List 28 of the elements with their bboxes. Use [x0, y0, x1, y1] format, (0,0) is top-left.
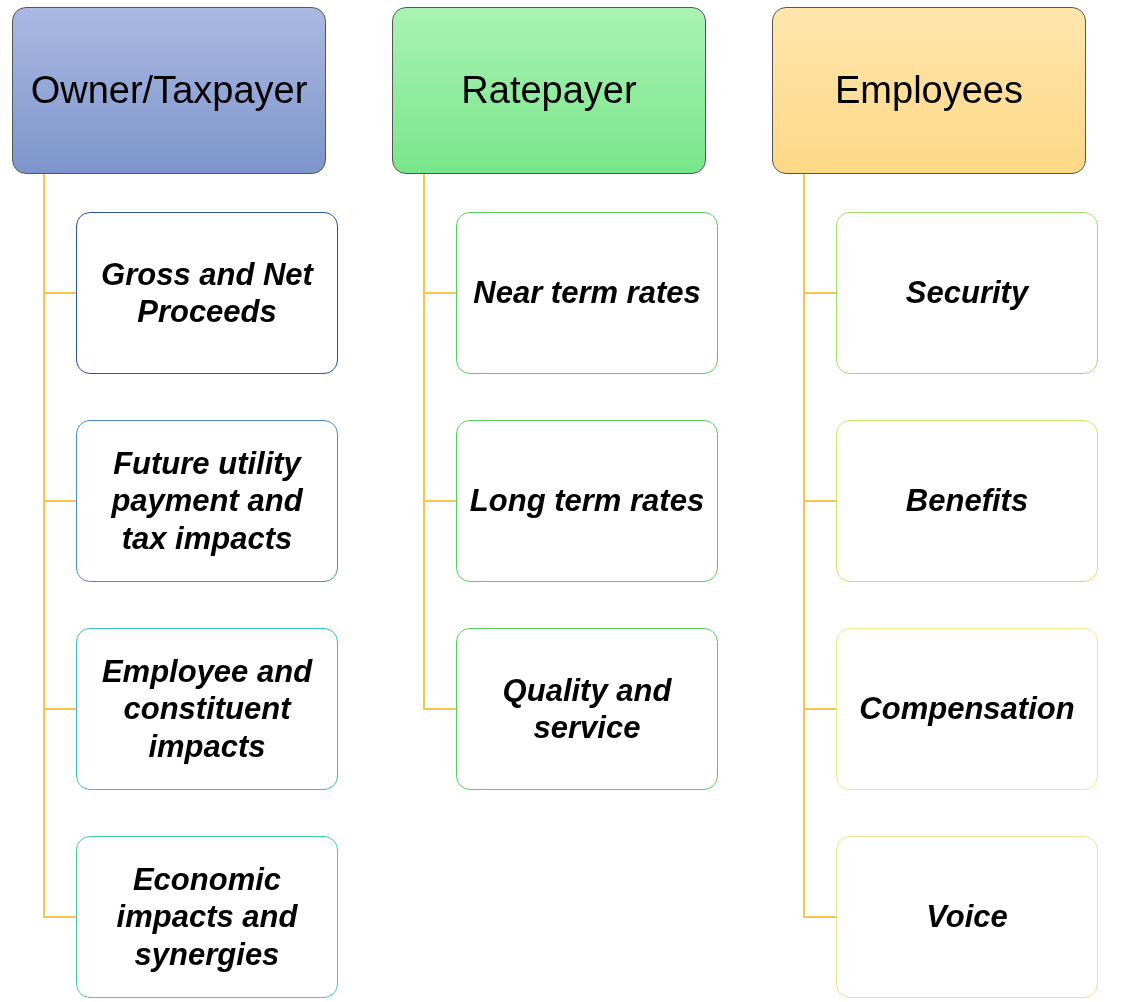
item-label: Near term rates [473, 274, 701, 312]
item-label: Benefits [905, 482, 1029, 520]
item-label: Voice [926, 898, 1008, 936]
item-label: Economic impacts and synergies [115, 861, 299, 973]
item-label: Employee and constituent impacts [100, 653, 314, 765]
item-box [836, 836, 1098, 998]
header-label: Employees [835, 69, 1023, 112]
item-box [76, 420, 338, 582]
item-box [836, 420, 1098, 582]
item-label: Compensation [859, 690, 1075, 728]
header-box [392, 7, 706, 174]
item-label: Long term rates [469, 482, 705, 520]
header-box [12, 7, 326, 174]
header-label: Ratepayer [461, 69, 637, 112]
item-box [456, 212, 718, 374]
item-box [456, 420, 718, 582]
header-label: Owner/Taxpayer [30, 69, 308, 112]
item-box [836, 628, 1098, 790]
item-box [76, 628, 338, 790]
item-label: Gross and Net Proceeds [100, 255, 315, 331]
item-box [76, 212, 338, 374]
item-label: Security [905, 274, 1029, 312]
item-label: Quality and service [501, 671, 673, 747]
item-box [836, 212, 1098, 374]
item-label: Future utility payment and tax impacts [110, 445, 304, 557]
item-box [76, 836, 338, 998]
header-box [772, 7, 1086, 174]
item-box [456, 628, 718, 790]
